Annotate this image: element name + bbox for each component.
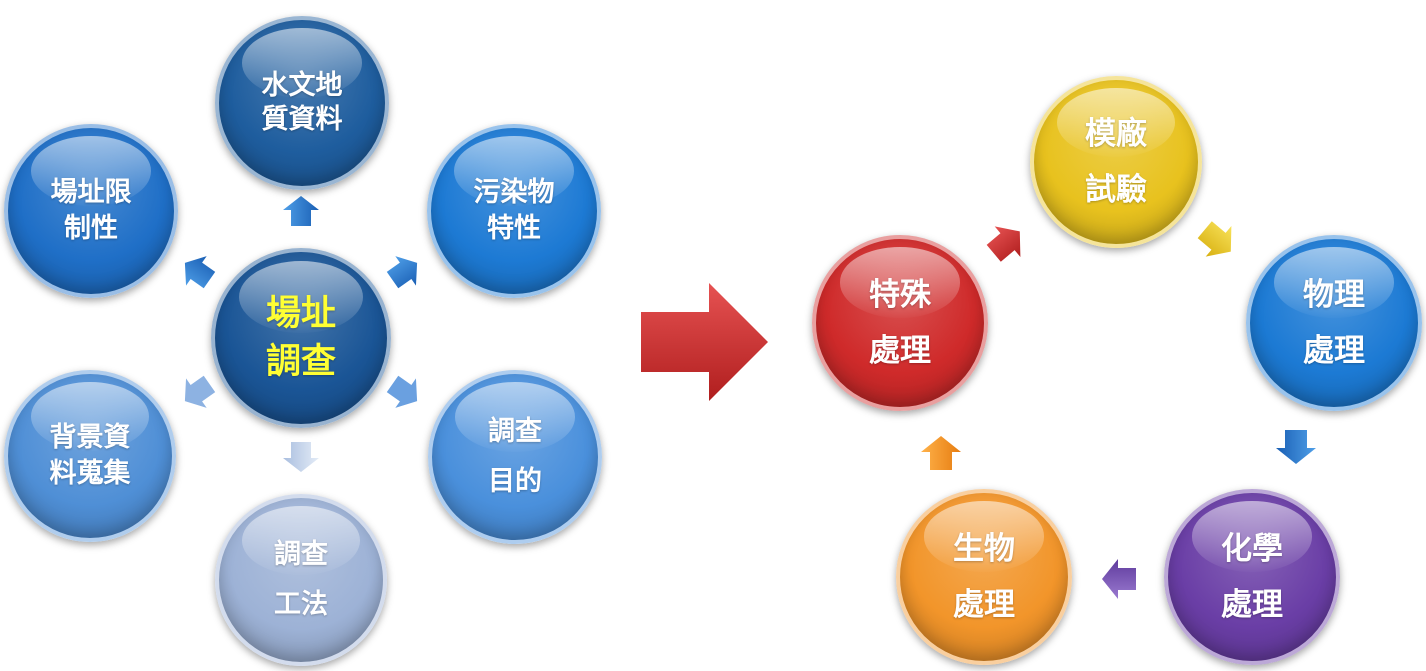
arrow-biological-to-special-icon	[921, 436, 961, 470]
left-node-label-line: 調查	[274, 539, 328, 570]
right-node-chemical: 化學 處理	[1164, 489, 1340, 665]
left-node-label-line: 背景資	[49, 422, 131, 453]
right-node-special: 特殊 處理	[812, 235, 988, 411]
arrow-to-hydrogeology-icon	[283, 196, 319, 226]
left-node-label-line: 料蒐集	[49, 458, 131, 489]
left-node-label-line: 污染物	[473, 177, 555, 208]
arrow-to-constraints-icon	[184, 256, 216, 289]
right-node-label-line: 化學	[1221, 531, 1283, 567]
right-node-pilot: 模廠 試驗	[1030, 76, 1202, 248]
left-node-hydrogeology: 水文地 質資料	[215, 16, 389, 190]
right-node-label-line: 處理	[1221, 587, 1283, 623]
left-node-purpose: 調查 目的	[428, 370, 602, 544]
left-node-label-line: 質資料	[261, 104, 343, 135]
left-node-method: 調查 工法	[215, 494, 387, 666]
left-node-label-line: 特性	[487, 213, 541, 244]
arrow-pilot-to-physical-icon	[1197, 221, 1232, 257]
right-node-label-line: 生物	[953, 531, 1015, 567]
left-center-node: 場址 調查	[211, 248, 391, 428]
arrow-to-method-icon	[283, 442, 319, 472]
center-label-line: 調查	[265, 342, 336, 382]
connector-arrow-icon	[641, 283, 768, 401]
arrow-to-pollutant-icon	[386, 256, 418, 289]
arrow-to-background-icon	[184, 375, 216, 408]
center-label-line: 場址	[265, 294, 336, 334]
left-node-pollutant: 污染物 特性	[427, 124, 601, 298]
left-node-background: 背景資 料蒐集	[4, 370, 176, 542]
right-node-biological: 生物 處理	[896, 489, 1072, 665]
arrow-special-to-pilot-icon	[986, 226, 1021, 262]
right-node-label-line: 處理	[1303, 333, 1365, 369]
right-node-label-line: 處理	[953, 587, 1015, 623]
right-node-physical: 物理 處理	[1246, 235, 1422, 411]
right-node-label-line: 試驗	[1085, 172, 1147, 208]
arrow-chemical-to-biological-icon	[1102, 559, 1136, 599]
right-node-label-line: 模廠	[1085, 116, 1147, 152]
left-node-label-line: 制性	[64, 213, 118, 244]
left-node-label-line: 工法	[274, 589, 328, 620]
left-node-label-line: 場址限	[50, 177, 132, 208]
right-node-label-line: 處理	[869, 333, 931, 369]
left-node-label-line: 調查	[488, 416, 542, 447]
left-node-constraints: 場址限 制性	[4, 124, 178, 298]
left-node-label-line: 目的	[488, 466, 542, 497]
arrow-to-purpose-icon	[386, 375, 418, 408]
arrow-physical-to-chemical-icon	[1276, 430, 1316, 464]
left-node-label-line: 水文地	[261, 70, 343, 101]
right-node-label-line: 物理	[1303, 277, 1365, 313]
right-node-label-line: 特殊	[869, 277, 931, 313]
